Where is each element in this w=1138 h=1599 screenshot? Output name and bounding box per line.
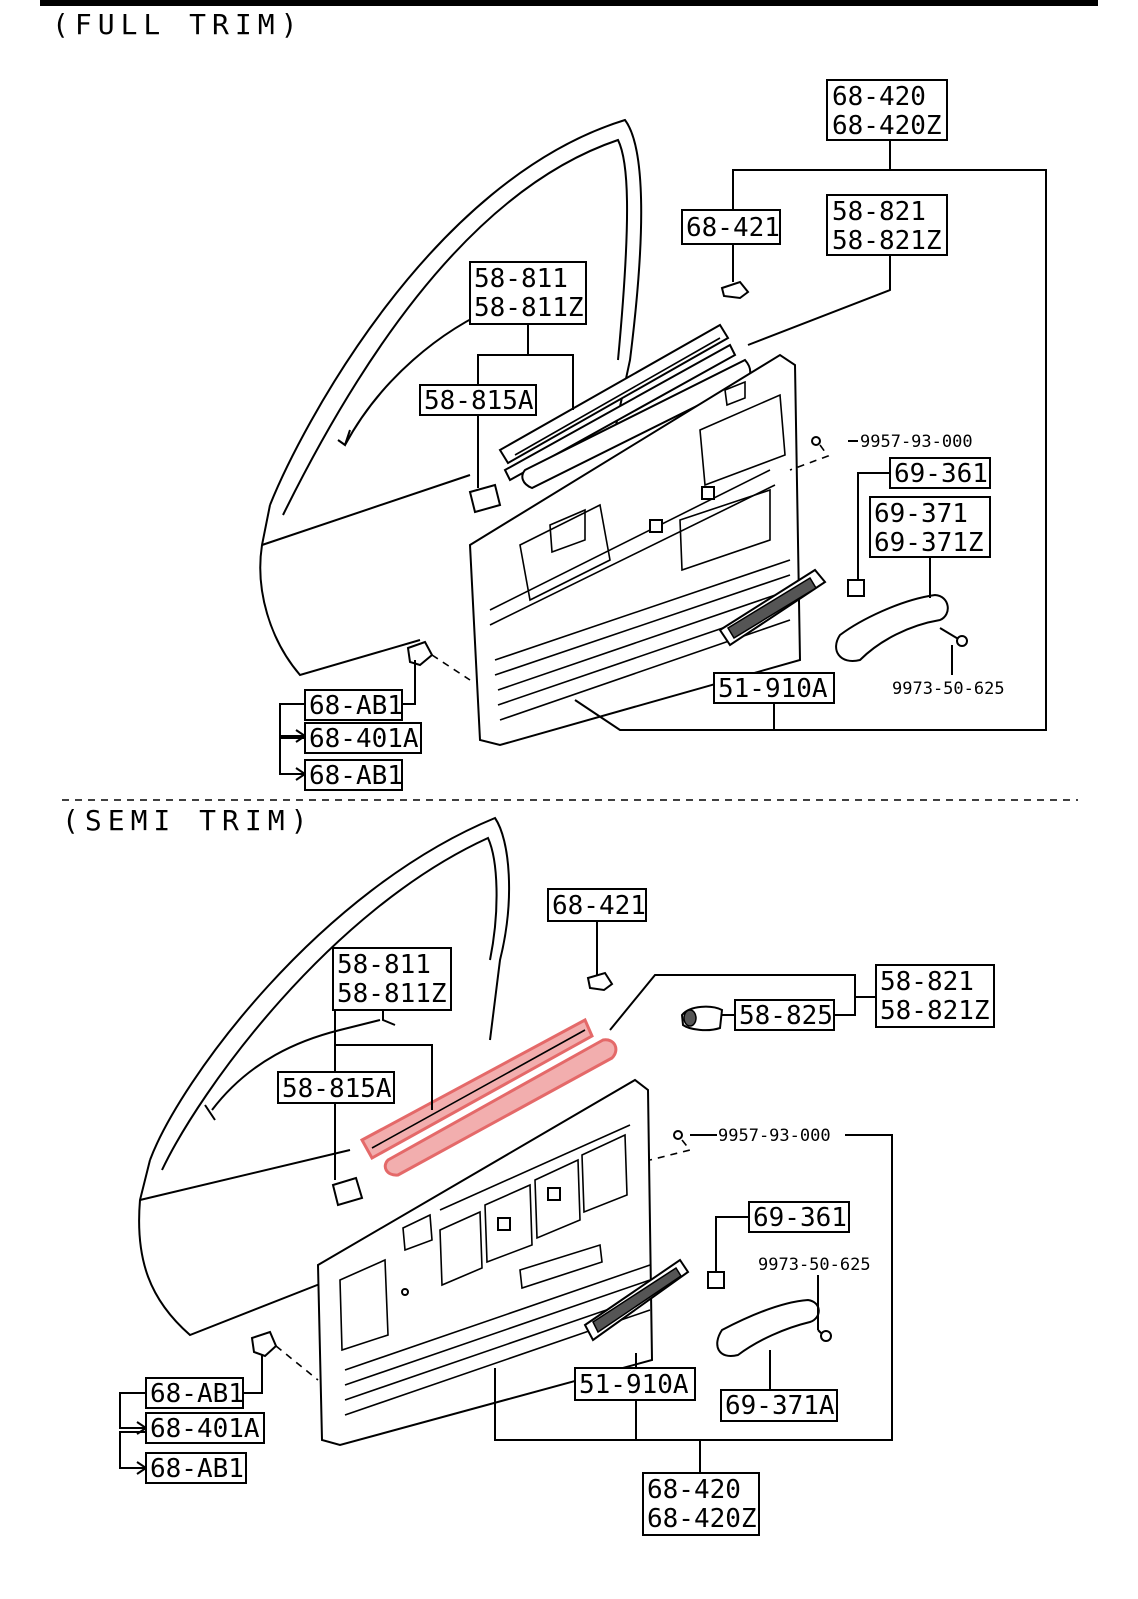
full-armrest-69-371	[835, 593, 949, 662]
svg-text:58-821: 58-821	[880, 967, 974, 997]
full-clip-68-421	[720, 280, 750, 300]
svg-text:68-AB1: 68-AB1	[309, 691, 403, 721]
svg-text:68-AB1: 68-AB1	[150, 1454, 244, 1484]
semi-label-9957: 9957-93-000	[718, 1126, 831, 1146]
semi-label-58-825: 58-825	[734, 999, 835, 1031]
svg-text:68-401A: 68-401A	[309, 724, 419, 754]
semi-label-68-420: 68-420 68-420Z	[642, 1472, 760, 1536]
semi-door-shell	[138, 816, 511, 1337]
full-label-58-815a: 58-815A	[419, 384, 537, 416]
semi-label-68-421: 68-421	[547, 888, 647, 922]
semi-label-58-821: 58-821 58-821Z	[875, 964, 995, 1028]
svg-text:58-825: 58-825	[739, 1001, 833, 1031]
semi-screw-9973	[817, 1329, 832, 1342]
full-trim-title: (FULL TRIM)	[52, 8, 303, 41]
svg-text:68-421: 68-421	[552, 891, 646, 921]
full-door-shell	[259, 118, 643, 677]
full-label-68-421: 68-421	[681, 209, 781, 245]
top-border-bar	[40, 0, 1098, 6]
svg-text:9957-93-000: 9957-93-000	[718, 1126, 831, 1146]
semi-bezel-51-910a	[583, 1258, 690, 1342]
full-label-69-371: 69-371 69-371Z	[869, 496, 991, 558]
svg-text:58-821Z: 58-821Z	[880, 996, 990, 1026]
svg-text:68-421: 68-421	[686, 213, 780, 243]
semi-label-68-ab1-top: 68-AB1	[145, 1377, 244, 1409]
semi-clip-68-421	[586, 971, 614, 992]
semi-label-68-ab1-bottom: 68-AB1	[145, 1452, 247, 1484]
svg-text:58-815A: 58-815A	[424, 386, 534, 416]
semi-label-58-815a: 58-815A	[277, 1071, 395, 1104]
semi-armrest-69-371a	[716, 1298, 820, 1357]
full-label-68-ab1-top: 68-AB1	[304, 689, 403, 721]
full-door-trim-panel	[468, 353, 802, 747]
svg-text:58-821Z: 58-821Z	[832, 226, 942, 256]
full-leader-lines	[279, 140, 1047, 781]
svg-text:58-821: 58-821	[832, 197, 926, 227]
svg-text:58-811: 58-811	[337, 950, 431, 980]
semi-door-trim-panel	[316, 1078, 654, 1447]
full-label-68-ab1-bottom: 68-AB1	[304, 759, 403, 791]
semi-label-69-361: 69-361	[748, 1201, 850, 1233]
svg-text:58-815A: 58-815A	[282, 1074, 392, 1104]
svg-text:58-811Z: 58-811Z	[474, 293, 584, 323]
semi-handle-58-825	[680, 1005, 724, 1032]
semi-screw-9957	[673, 1130, 683, 1140]
semi-label-68-401a: 68-401A	[145, 1412, 265, 1444]
semi-leader-lines	[119, 921, 893, 1475]
svg-text:68-AB1: 68-AB1	[150, 1379, 244, 1409]
full-clip-58-815a	[468, 483, 502, 514]
svg-text:69-371Z: 69-371Z	[874, 528, 984, 558]
full-clip-68-ab1	[406, 640, 434, 667]
full-label-58-811: 58-811 58-811Z	[469, 261, 587, 325]
semi-weatherstrip-inner-highlight	[383, 1038, 618, 1177]
semi-label-58-811: 58-811 58-811Z	[332, 947, 452, 1011]
svg-text:68-401A: 68-401A	[150, 1414, 260, 1444]
svg-text:69-361: 69-361	[894, 459, 988, 489]
svg-text:51-910A: 51-910A	[718, 674, 828, 704]
full-weatherstrip-outer	[498, 323, 737, 482]
svg-text:68-420: 68-420	[647, 1475, 741, 1505]
semi-clip-58-815a	[331, 1176, 364, 1207]
semi-clip-68-ab1	[250, 1330, 278, 1358]
svg-text:58-811Z: 58-811Z	[337, 979, 447, 1009]
svg-text:68-AB1: 68-AB1	[309, 761, 403, 791]
svg-text:68-420Z: 68-420Z	[647, 1504, 757, 1534]
semi-trim-title: (SEMI TRIM)	[62, 804, 313, 837]
full-label-9973: 9973-50-625	[892, 679, 1005, 699]
svg-text:51-910A: 51-910A	[579, 1370, 689, 1400]
svg-text:68-420: 68-420	[832, 82, 926, 112]
svg-text:69-371A: 69-371A	[725, 1391, 835, 1421]
semi-label-69-371a: 69-371A	[720, 1389, 838, 1422]
svg-text:9973-50-625: 9973-50-625	[758, 1255, 871, 1275]
full-screw-9973	[939, 627, 968, 647]
svg-text:58-811: 58-811	[474, 264, 568, 294]
semi-weatherstrip-outer-highlight	[359, 1017, 594, 1161]
semi-label-51-910a: 51-910A	[574, 1367, 696, 1401]
svg-text:9973-50-625: 9973-50-625	[892, 679, 1005, 699]
semi-nut-69-361	[707, 1271, 725, 1289]
full-label-9957: 9957-93-000	[860, 432, 973, 452]
svg-text:9957-93-000: 9957-93-000	[860, 432, 973, 452]
full-screw-9957	[811, 436, 821, 446]
full-label-68-401a: 68-401A	[304, 722, 422, 754]
semi-label-9973: 9973-50-625	[758, 1255, 871, 1275]
svg-text:69-361: 69-361	[753, 1203, 847, 1233]
full-label-69-361: 69-361	[889, 457, 991, 489]
svg-text:68-420Z: 68-420Z	[832, 111, 942, 141]
full-bezel-51-910a	[718, 568, 827, 647]
full-label-51-910a: 51-910A	[713, 672, 835, 704]
full-nut-69-361	[847, 579, 865, 597]
full-label-68-420: 68-420 68-420Z	[826, 79, 948, 141]
full-label-58-821: 58-821 58-821Z	[826, 194, 948, 256]
svg-text:69-371: 69-371	[874, 499, 968, 529]
